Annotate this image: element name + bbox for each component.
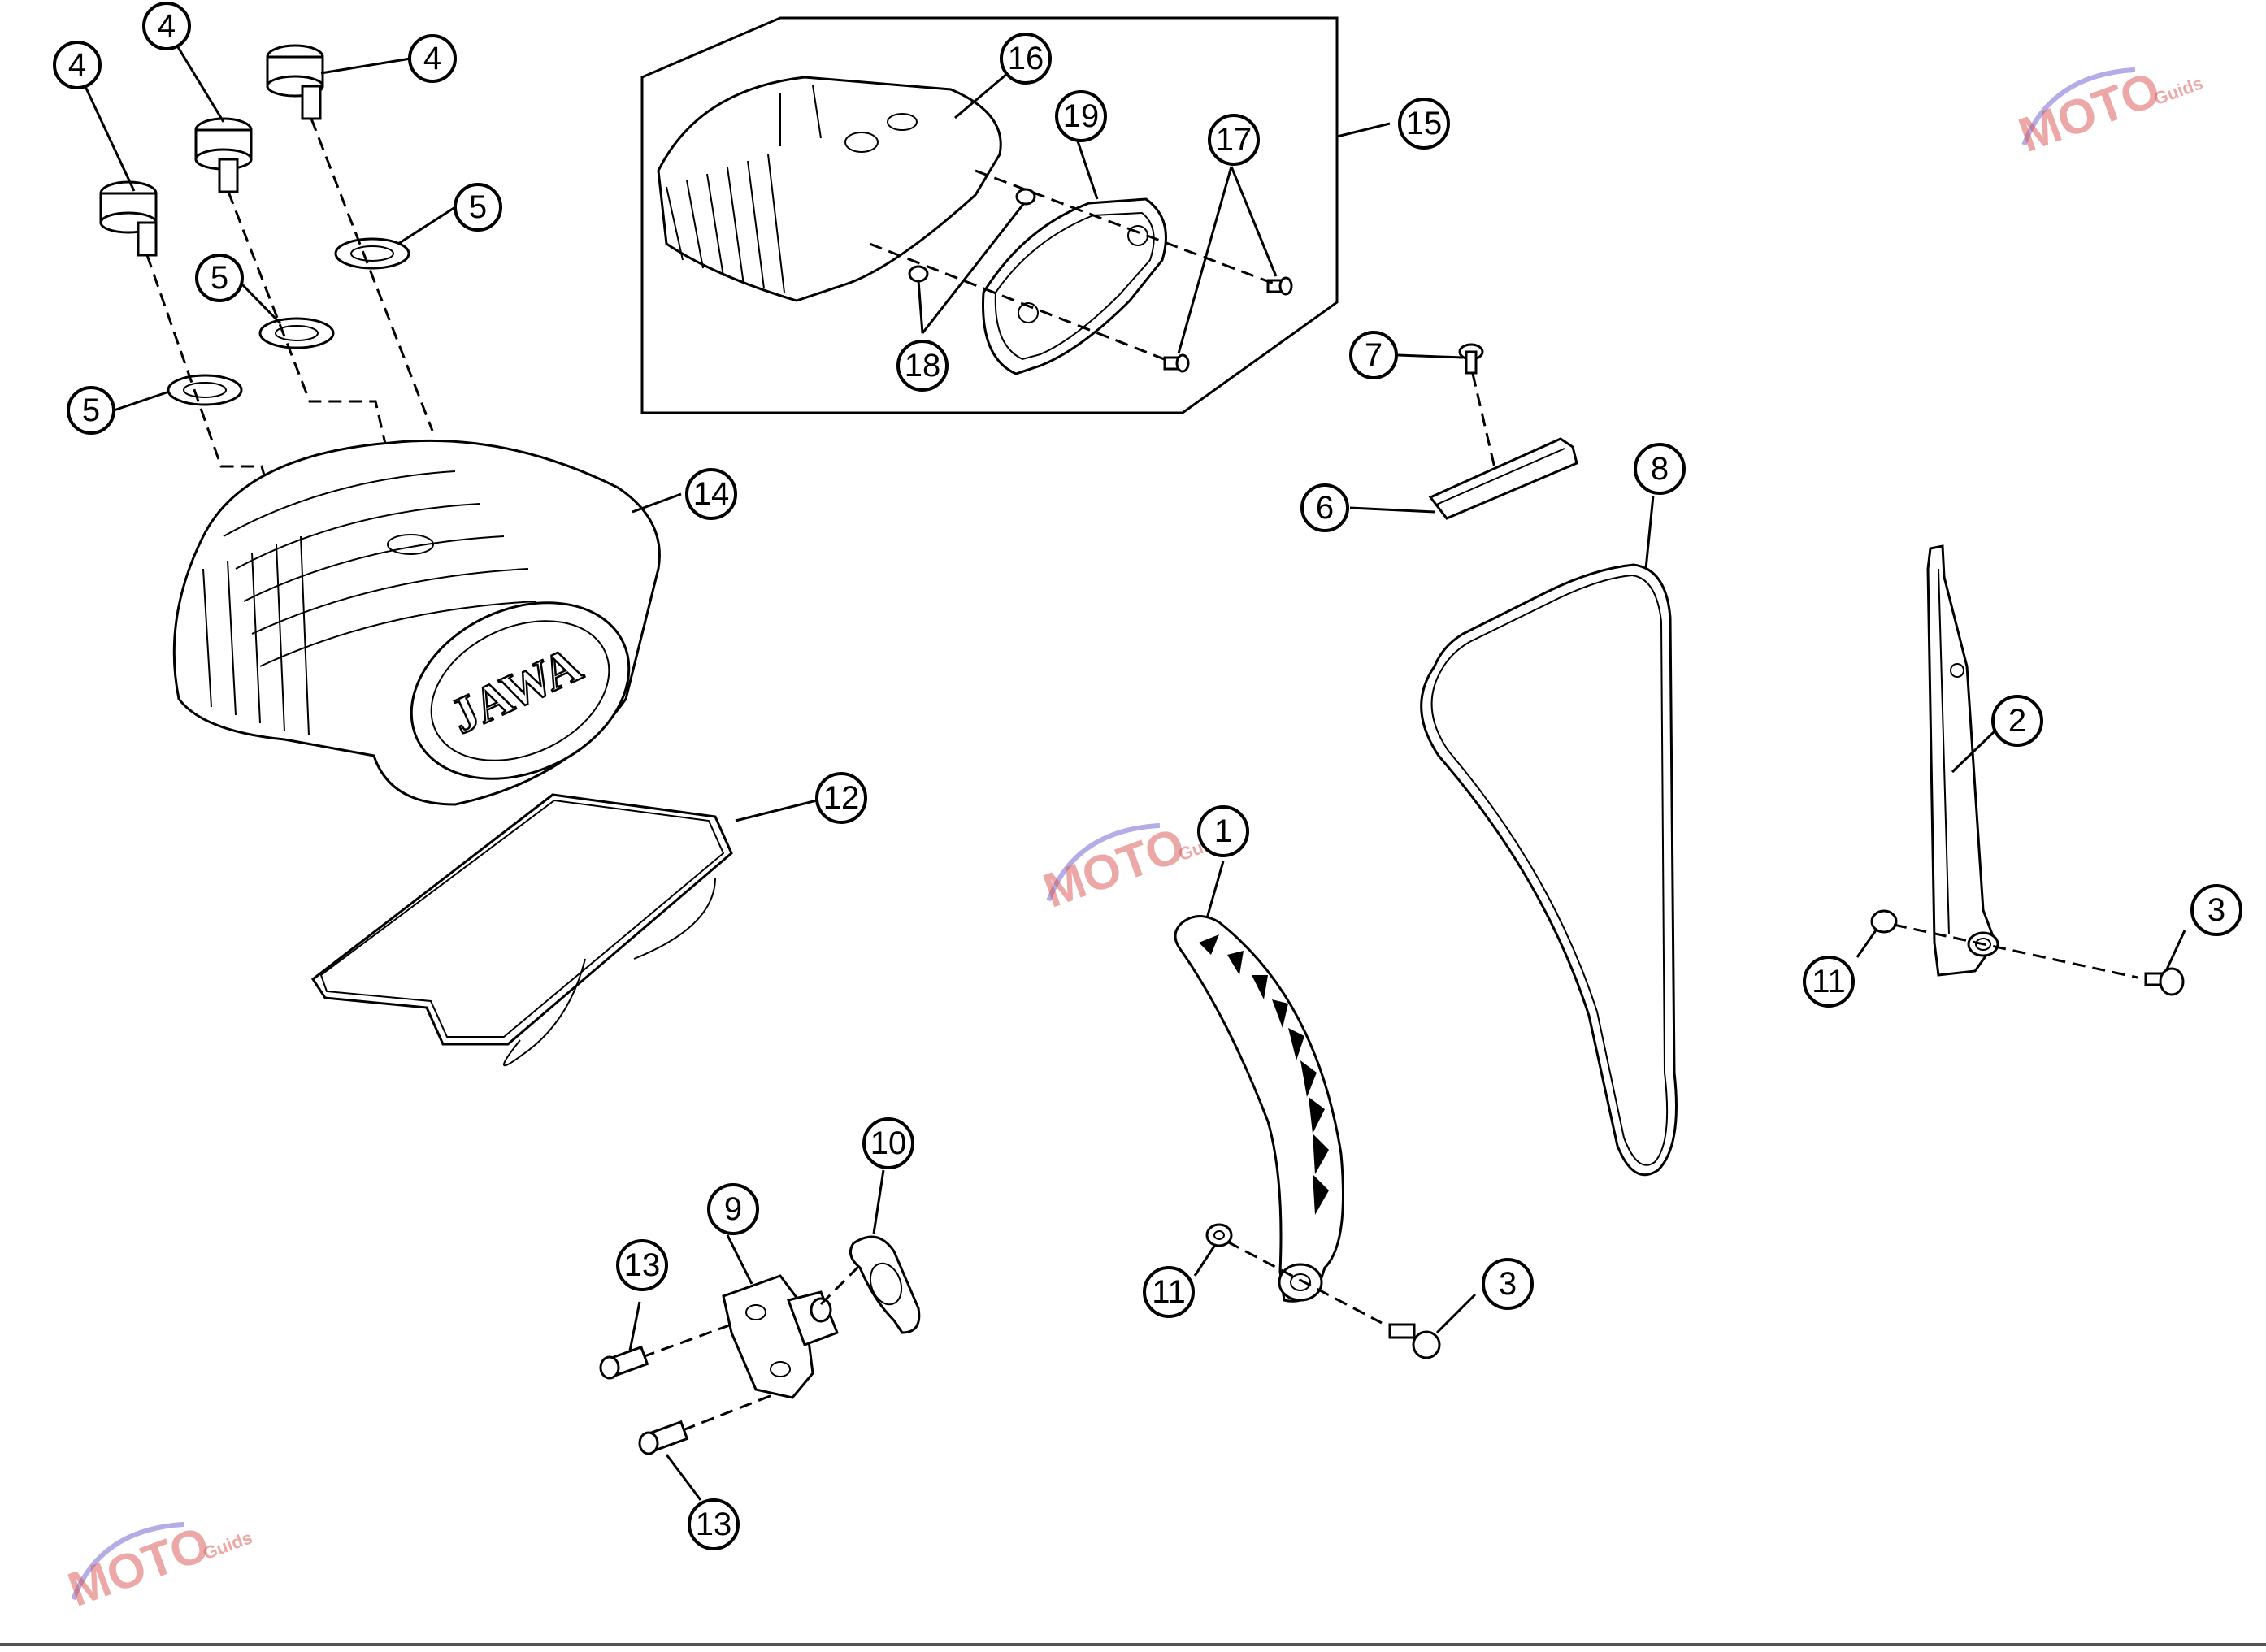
screw-17-upper	[1266, 276, 1293, 296]
svg-text:9: 9	[724, 1191, 742, 1227]
bolt-4-left	[99, 180, 158, 257]
svg-text:18: 18	[905, 348, 941, 384]
cover-gasket	[310, 793, 733, 1067]
svg-text:12: 12	[823, 780, 860, 816]
svg-text:5: 5	[211, 260, 228, 296]
svg-text:10: 10	[870, 1125, 907, 1161]
bolt-4-right	[266, 44, 324, 120]
svg-text:11: 11	[1812, 964, 1846, 999]
svg-text:6: 6	[1316, 490, 1334, 526]
callout-11: 11	[1803, 956, 1855, 1008]
screw-17-lower	[1163, 353, 1190, 373]
callout-18: 18	[896, 340, 949, 392]
svg-text:11: 11	[1152, 1274, 1186, 1310]
callout-4: 4	[53, 41, 102, 89]
svg-text:7: 7	[1365, 337, 1383, 373]
svg-text:3: 3	[2207, 892, 2225, 928]
svg-text:19: 19	[1063, 98, 1100, 134]
svg-text:4: 4	[423, 41, 441, 76]
svg-text:1: 1	[1214, 813, 1232, 849]
svg-text:5: 5	[469, 189, 487, 225]
callout-2: 2	[1991, 695, 2043, 747]
callout-12: 12	[815, 772, 867, 824]
tensioner-gasket	[849, 1235, 921, 1334]
svg-text:13: 13	[624, 1247, 661, 1283]
watermark-sub-text: Guids	[201, 1527, 255, 1563]
washer-11-right	[1870, 909, 1898, 934]
callout-3: 3	[2190, 884, 2242, 936]
chain-guide-rail	[1174, 915, 1344, 1303]
callout-13: 13	[616, 1239, 668, 1291]
svg-text:14: 14	[693, 476, 730, 512]
callout-4: 4	[408, 34, 457, 83]
bolt-4-middle	[194, 117, 253, 193]
chain-tensioner-blade	[1926, 544, 1999, 977]
chain-guide-upper	[1428, 437, 1578, 520]
svg-text:17: 17	[1216, 122, 1252, 158]
callout-6: 6	[1300, 483, 1349, 532]
svg-text:15: 15	[1406, 106, 1443, 141]
washer-5-right	[334, 237, 410, 270]
callout-16: 16	[1000, 33, 1052, 85]
callout-7: 7	[1349, 331, 1398, 379]
callout-5: 5	[67, 386, 115, 435]
watermark-sub-text: Guids	[2151, 72, 2206, 109]
inset-box	[640, 16, 1339, 414]
callout-14: 14	[685, 468, 737, 520]
washer-5-middle	[258, 317, 335, 349]
bolt-13-upper	[599, 1345, 649, 1380]
callout-5: 5	[195, 254, 244, 302]
callout-9: 9	[707, 1183, 759, 1235]
svg-text:16: 16	[1008, 41, 1044, 76]
washer-11-lower	[1205, 1223, 1233, 1247]
bolt-3-right	[2144, 967, 2185, 996]
side-cover-plate	[982, 197, 1167, 375]
watermark-bottom-left: MOTO Guids	[61, 1516, 255, 1617]
svg-text:13: 13	[696, 1507, 732, 1542]
callout-8: 8	[1634, 443, 1686, 495]
cylinder-head-cover: JAWA	[172, 439, 661, 806]
washer-5-left	[167, 374, 243, 406]
screw-7	[1458, 343, 1484, 375]
callout-10: 10	[862, 1117, 914, 1169]
callout-4: 4	[142, 2, 191, 50]
callout-19: 19	[1055, 90, 1107, 142]
cam-chain-tensioner	[722, 1274, 839, 1399]
callout-15: 15	[1398, 98, 1450, 150]
svg-text:4: 4	[68, 47, 86, 83]
watermark-top-right: MOTO Guids	[2012, 62, 2206, 163]
svg-text:4: 4	[158, 8, 176, 44]
svg-text:8: 8	[1651, 451, 1669, 487]
callout-1: 1	[1197, 805, 1249, 857]
callout-13: 13	[688, 1498, 740, 1550]
svg-text:3: 3	[1499, 1266, 1517, 1302]
bolt-13-lower	[638, 1420, 689, 1455]
bolt-3-lower	[1388, 1323, 1441, 1359]
callout-17: 17	[1208, 114, 1260, 166]
bottom-divider	[0, 1643, 2266, 1646]
svg-text:2: 2	[2008, 703, 2026, 739]
svg-text:5: 5	[82, 392, 100, 428]
callout-3: 3	[1482, 1258, 1534, 1310]
callout-11: 11	[1143, 1266, 1195, 1318]
timing-chain	[1420, 563, 1678, 1177]
callout-5: 5	[454, 183, 502, 232]
